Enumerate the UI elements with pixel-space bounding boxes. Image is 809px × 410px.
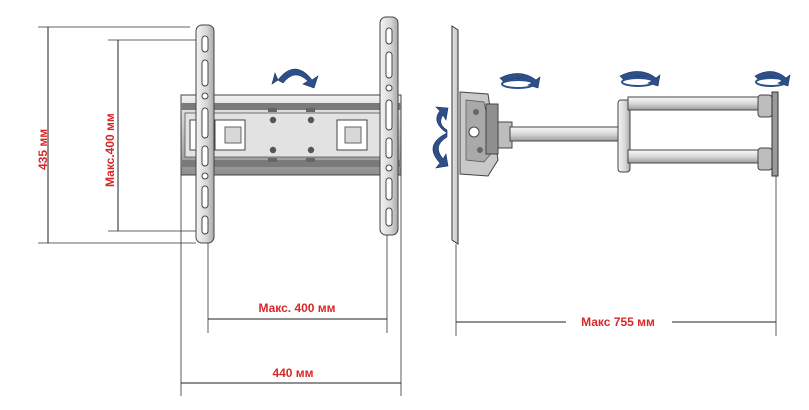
dimension-max-horizontal: Макс. 400 мм [207,235,388,333]
max-extension-label: Макс 755 мм [581,315,655,329]
tilt-head [459,91,499,177]
bolt-group [268,108,315,162]
middle-joint [617,99,631,173]
left-vertical-rail [195,24,215,244]
swivel-arrow-icon [754,71,791,87]
dimension-total-height: 435 мм [36,26,196,244]
curved-arrow-icon [271,68,319,89]
total-height-label: 435 мм [36,129,50,170]
tv-plate [451,25,459,245]
side-view: Макс 755 мм [432,25,791,336]
tilt-arrow-icon [432,106,449,169]
max-vertical-label: Макс.400 мм [103,113,117,187]
swivel-arrow-icon [499,73,541,89]
total-width-label: 440 мм [272,366,313,380]
wall-plate [180,94,402,176]
swivel-arrow-icon [619,71,661,87]
arm-link-2 [627,96,763,164]
wall-joint [757,91,779,177]
front-view: 435 мм Макс.400 мм [36,16,402,396]
right-vertical-rail [379,16,399,236]
dimension-total-width: 440 мм [180,175,402,396]
dimension-max-extension: Макс 755 мм [455,176,777,336]
arm-link-1 [497,121,623,149]
max-horizontal-label: Макс. 400 мм [258,301,335,315]
dimension-max-vertical: Макс.400 мм [103,39,196,232]
